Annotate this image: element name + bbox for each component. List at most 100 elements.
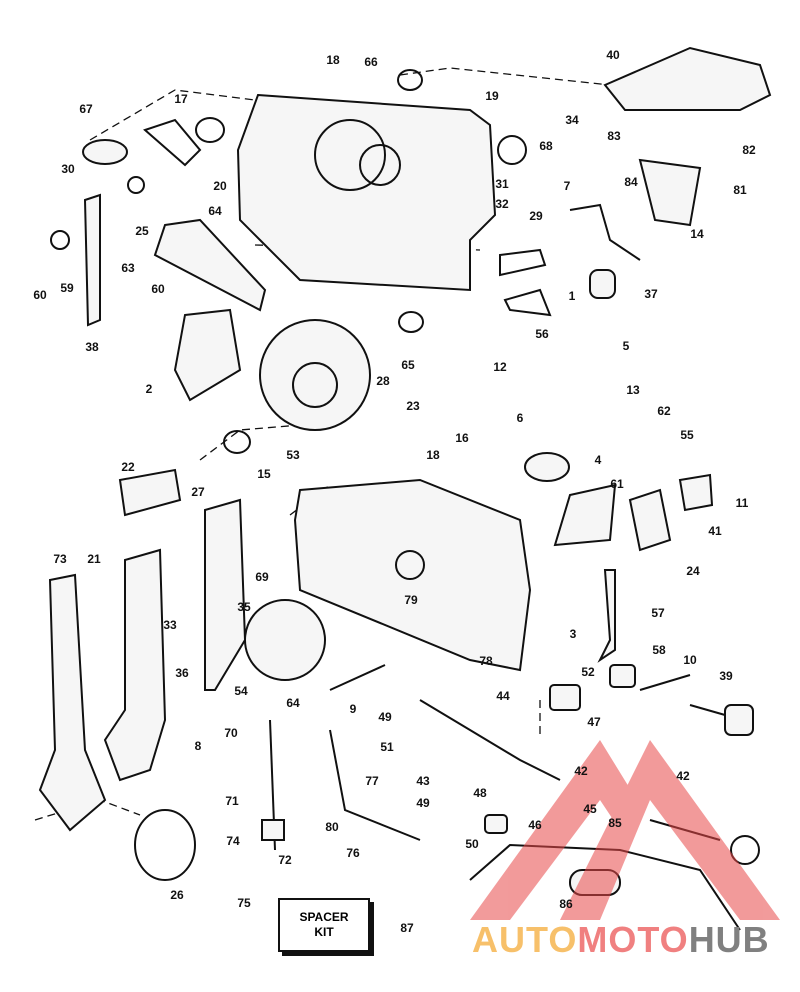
callout-label: 6 <box>517 411 524 425</box>
upper-housing <box>236 93 497 292</box>
callout-label: 43 <box>416 774 430 788</box>
callout-label: 18 <box>326 53 340 67</box>
callout-label: 2 <box>146 382 153 396</box>
callout-label: 48 <box>473 786 487 800</box>
callout-label: 24 <box>686 564 700 578</box>
callout-label: 57 <box>651 606 665 620</box>
callout-label: 21 <box>87 552 101 566</box>
spacer-kit-box: SPACER KIT <box>278 898 370 952</box>
callout-label: 74 <box>226 834 240 848</box>
callout-label: 82 <box>742 143 756 157</box>
callout-label: 19 <box>485 89 499 103</box>
callout-label: 5 <box>623 339 630 353</box>
callout-label: 7 <box>564 179 571 193</box>
callout-label: 30 <box>61 162 75 176</box>
callout-label: 84 <box>624 175 638 189</box>
callout-label: 77 <box>365 774 379 788</box>
callout-label: 15 <box>257 467 271 481</box>
callout-label: 63 <box>121 261 135 275</box>
callout-label: 62 <box>657 404 671 418</box>
callout-label: 17 <box>174 92 188 106</box>
callout-label: 42 <box>574 764 588 778</box>
callout-label: 10 <box>683 653 697 667</box>
callout-label: 8 <box>195 739 202 753</box>
callout-label: 9 <box>350 702 357 716</box>
callout-label: 80 <box>325 820 339 834</box>
small-parts <box>38 46 772 931</box>
callout-label: 65 <box>401 358 415 372</box>
callout-label: 34 <box>565 113 579 127</box>
watermark-hub: HUB <box>688 919 770 960</box>
callout-label: 42 <box>676 769 690 783</box>
callout-label: 45 <box>583 802 597 816</box>
callout-label: 25 <box>135 224 149 238</box>
callout-label: 85 <box>608 816 622 830</box>
lower-housing <box>293 478 532 672</box>
callout-label: 22 <box>121 460 135 474</box>
spacer-kit-line1: SPACER <box>299 910 349 924</box>
callout-label: 70 <box>224 726 238 740</box>
spacer-kit-line2: KIT <box>314 925 334 939</box>
callout-label: 23 <box>406 399 420 413</box>
callout-label: 75 <box>237 896 251 910</box>
callout-label: 72 <box>278 853 292 867</box>
watermark-auto: AUTO <box>472 919 578 960</box>
callout-label: 38 <box>85 340 99 354</box>
callout-label: 11 <box>736 496 749 510</box>
callout-label: 79 <box>404 593 418 607</box>
callout-label: 50 <box>465 837 479 851</box>
callout-label: 60 <box>151 282 165 296</box>
callout-label: 46 <box>528 818 542 832</box>
callout-label: 31 <box>495 177 509 191</box>
callout-label: 87 <box>400 921 414 935</box>
callout-label: 64 <box>208 204 222 218</box>
callout-label: 54 <box>234 684 248 698</box>
callout-label: 83 <box>607 129 621 143</box>
callout-label: 40 <box>606 48 620 62</box>
callout-label: 52 <box>581 665 595 679</box>
callout-label: 27 <box>191 485 205 499</box>
callout-label: 68 <box>539 139 553 153</box>
callout-label: 1 <box>569 289 576 303</box>
callout-label: 37 <box>644 287 658 301</box>
watermark-logo <box>470 740 780 920</box>
callout-label: 58 <box>652 643 666 657</box>
callout-label: 69 <box>255 570 269 584</box>
callout-label: 60 <box>33 288 47 302</box>
callout-label: 61 <box>610 477 624 491</box>
watermark-text: AUTOMOTOHUB <box>472 922 770 958</box>
callout-label: 26 <box>170 888 184 902</box>
callout-label: 13 <box>626 383 640 397</box>
callout-label: 66 <box>364 55 378 69</box>
callout-label: 28 <box>376 374 390 388</box>
callout-label: 3 <box>570 627 577 641</box>
callout-label: 33 <box>163 618 177 632</box>
callout-label: 14 <box>690 227 704 241</box>
callout-label: 32 <box>495 197 509 211</box>
callout-label: 41 <box>708 524 722 538</box>
callout-label: 39 <box>719 669 733 683</box>
callout-label: 78 <box>479 654 493 668</box>
callout-label: 67 <box>79 102 93 116</box>
callout-label: 49 <box>378 710 392 724</box>
callout-label: 64 <box>286 696 300 710</box>
callout-label: 29 <box>529 209 543 223</box>
watermark-moto: MOTO <box>577 919 689 960</box>
callout-label: 55 <box>680 428 694 442</box>
callout-label: 53 <box>286 448 300 462</box>
callout-label: 59 <box>60 281 74 295</box>
callout-label: 76 <box>346 846 360 860</box>
callout-label: 73 <box>53 552 67 566</box>
callout-label: 12 <box>493 360 507 374</box>
callout-label: 44 <box>496 689 510 703</box>
callout-label: 51 <box>380 740 394 754</box>
callout-label: 20 <box>213 179 227 193</box>
callout-label: 35 <box>237 600 251 614</box>
callout-label: 16 <box>455 431 469 445</box>
callout-label: 86 <box>559 897 573 911</box>
callout-label: 49 <box>416 796 430 810</box>
callout-label: 4 <box>595 453 602 467</box>
